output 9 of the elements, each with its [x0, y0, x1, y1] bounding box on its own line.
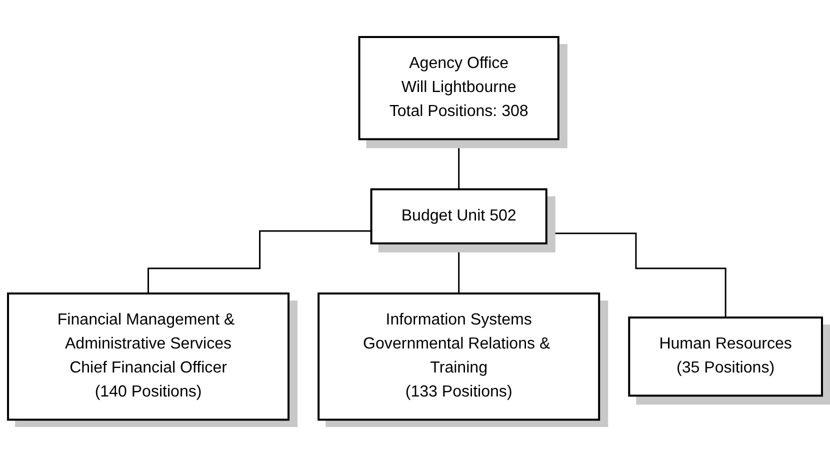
connector	[458, 242, 460, 294]
connector	[546, 232, 726, 318]
node-box: Financial Management & Administrative Services Chief Financial Officer (140 Positions)	[7, 292, 290, 420]
node-box: Information Systems Governmental Relations & Training (133 Positions)	[318, 292, 600, 420]
connector	[148, 230, 372, 294]
node-box: Agency Office Will Lightbourne Total Positions: 308	[358, 36, 560, 140]
node-box: Budget Unit 502	[370, 188, 548, 244]
connector	[458, 138, 460, 190]
node-box: Human Resources (35 Positions)	[628, 316, 823, 396]
